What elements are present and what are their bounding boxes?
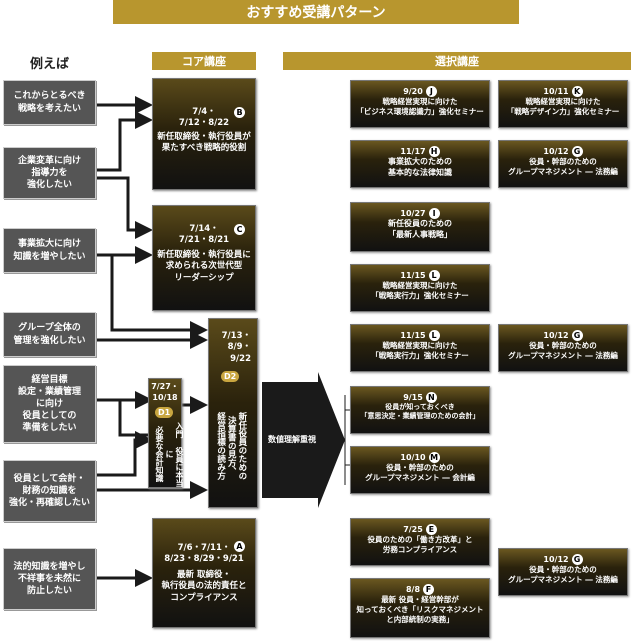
course-title: 戦略経営実現に向けた 「戦略実行力」強化セミナー [371, 341, 469, 361]
course-badge: L [428, 270, 440, 281]
course-badge: K [571, 86, 583, 97]
course-dates: 10/27 [400, 209, 426, 218]
course-title: 新任取締役・執行役員が 果たすべき戦略的役割 [157, 131, 251, 154]
course-dates: 11/15 [400, 331, 426, 340]
course-badge: N [425, 392, 437, 403]
course-badge: L [428, 330, 440, 341]
course-title: 役員のための「働き方改革」と 労務コンプライアンス [367, 535, 473, 555]
elective-header: 選択講座 [283, 52, 631, 70]
core-course-d2[interactable]: 7/13・ 8/9・ 9/22 D2 新任役員のための 決算書の見方、 経営指標… [208, 318, 258, 508]
course-badge: D2 [221, 371, 240, 382]
core-header: コア講座 [152, 52, 256, 70]
course-badge: A [234, 541, 245, 552]
core-course-d1[interactable]: 7/27・ 10/18 D1 入門 役員に本当に 必要な会計知識 [148, 378, 184, 488]
course-badge: E [425, 524, 437, 535]
course-dates: 7/4・ 7/12・8/22 [178, 107, 230, 129]
course-dates: 11/15 [400, 271, 426, 280]
need-accounting: 役員として会計・ 財務の知識を 強化・再確認したい [3, 460, 96, 522]
course-badge: I [428, 208, 440, 219]
course-title: 戦略経営実現に向けた 「ビジネス環境認識力」強化セミナー [356, 97, 484, 117]
course-title: 役員・幹部のための グループマネジメント ― 法務編 [508, 341, 618, 361]
need-legal: 法的知識を増やし 不祥事を未然に 防止したい [3, 548, 96, 610]
course-dates: 7/13・ 8/9・ 9/22 [221, 331, 251, 364]
core-course-b[interactable]: 7/4・ 7/12・8/22 B 新任取締役・執行役員が 果たすべき戦略的役割 [152, 78, 256, 190]
course-title: 新任役員のための 決算書の見方、 経営指標の読み方 [215, 412, 247, 480]
flow-arrow [262, 372, 345, 508]
core-course-a[interactable]: 7/6・7/11・ 8/23・8/29・9/21 A 最新 取締役・ 執行役員の… [152, 518, 256, 628]
course-badge: B [234, 107, 245, 118]
course-title: 役員が知っておくべき 「意思決定・業績管理のための会計」 [360, 403, 480, 421]
course-dates: 9/15 [403, 393, 423, 402]
need-leadership: 企業変革に向け 指導力を 強化したい [3, 147, 96, 199]
need-strategy: これからとるべき 戦略を考えたい [3, 80, 96, 125]
course-dates: 10/12 [543, 147, 569, 156]
example-label: 例えば [30, 57, 70, 72]
bridge-label: 数値理解重視 [268, 435, 316, 444]
course-dates: 10/12 [543, 331, 569, 340]
course-badge: G [571, 554, 583, 565]
course-dates: 11/17 [400, 147, 426, 156]
course-badge: H [428, 146, 440, 157]
course-dates: 7/27・ 10/18 [151, 382, 179, 402]
course-title: 役員・幹部のための グループマネジメント ― 法務編 [508, 157, 618, 177]
course-badge: F [423, 584, 435, 595]
need-expansion: 事業拡大に向け 知識を増やしたい [3, 228, 96, 273]
course-badge: C [234, 224, 245, 235]
course-dates: 8/8 [405, 585, 421, 594]
course-badge: D1 [155, 407, 174, 418]
page-title: おすすめ受講パターン [113, 0, 519, 24]
course-dates: 7/14・ 7/21・8/21 [178, 224, 230, 246]
course-title: 役員・幹部のための グループマネジメント ― 会計編 [365, 463, 475, 483]
course-badge: G [571, 146, 583, 157]
course-title: 最新 取締役・ 執行役員の法的責任と コンプライアンス [161, 569, 247, 603]
course-dates: 7/6・7/11・ 8/23・8/29・9/21 [164, 543, 244, 565]
course-dates: 7/25 [403, 525, 423, 534]
course-title: 新任取締役・執行役員に 求められる次世代型 リーダーシップ [157, 249, 251, 283]
course-badge: G [571, 330, 583, 341]
course-title: 役員・幹部のための グループマネジメント ― 法務編 [508, 565, 618, 585]
need-group: グループ全体の 管理を強化したい [3, 312, 96, 357]
core-course-c[interactable]: 7/14・ 7/21・8/21 C 新任取締役・執行役員に 求められる次世代型 … [152, 205, 256, 311]
course-title: 新任役員のための 「最新人事戦略」 [388, 219, 452, 239]
course-title: 戦略経営実現に向けた 「戦略実行力」強化セミナー [371, 281, 469, 301]
course-title: 戦略経営実現に向けた 「戦略デザイン力」強化セミナー [506, 97, 620, 117]
course-dates: 9/20 [403, 87, 423, 96]
need-target: 経営目標 設定・業績管理 に向け 役員としての 準備をしたい [3, 365, 96, 443]
course-badge: J [425, 86, 437, 97]
course-dates: 10/12 [543, 555, 569, 564]
course-dates: 10/10 [400, 453, 426, 462]
course-title: 最新 役員・経営幹部が 知っておくべき「リスクマネジメント と内部統制の実務」 [356, 595, 484, 624]
course-dates: 10/11 [543, 87, 569, 96]
course-title: 事業拡大のための 基本的な法律知識 [388, 157, 452, 177]
course-badge: M [428, 452, 440, 463]
course-title: 入門 役員に本当に 必要な会計知識 [155, 421, 184, 487]
